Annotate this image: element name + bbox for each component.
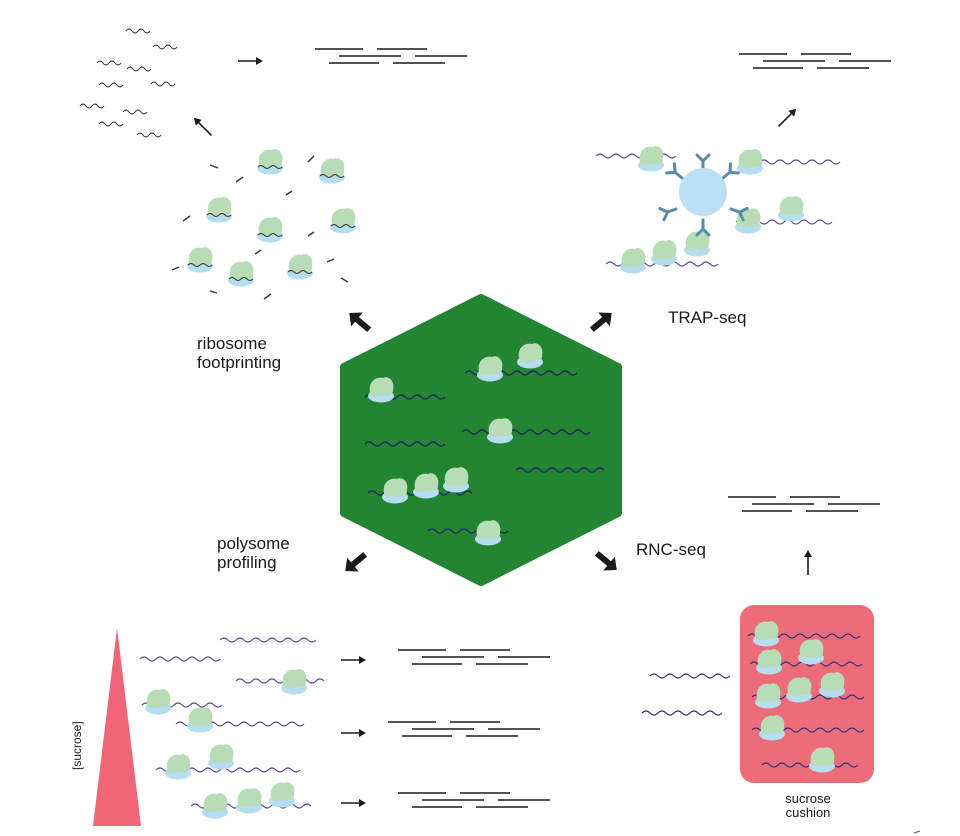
- trap-seq-label: TRAP-seq: [668, 308, 747, 327]
- sequencing-reads-icon: [727, 496, 881, 512]
- ribosome-icon: [145, 669, 307, 819]
- sucrose-cushion-label: sucrose cushion: [785, 791, 831, 820]
- footprint-fragments: [79, 28, 178, 138]
- trap-seq-panel: [595, 53, 892, 274]
- sequencing-reads-icon: [738, 53, 892, 69]
- rnc-seq-label: RNC-seq: [636, 540, 706, 559]
- sucrose-gradient-triangle: [93, 628, 141, 826]
- mrna-strand-icon: [139, 637, 325, 809]
- arrow-icon: [237, 56, 264, 66]
- arrow-icon: [774, 105, 800, 131]
- arrow-icon: [803, 549, 813, 576]
- ribosome-footprinting-panel: [79, 28, 468, 300]
- sequencing-reads-icon: [387, 649, 551, 808]
- ribosome-footprinting-label: ribosome footprinting: [197, 334, 282, 372]
- digested-fragments: [171, 155, 349, 300]
- sequencing-reads-icon: [314, 48, 468, 64]
- sucrose-gradient-label: [sucrose]: [70, 721, 84, 770]
- cell-lysate-hexagon: [340, 294, 622, 586]
- bead-icon: [679, 168, 727, 216]
- arrow-icon: [340, 655, 367, 808]
- rnc-seq-panel: [641, 496, 881, 783]
- ribosome-icon: [187, 149, 356, 287]
- arrow-icon: [190, 114, 216, 140]
- polysome-profiling-panel: [93, 628, 551, 826]
- polysome-profiling-label: polysome profiling: [217, 534, 290, 572]
